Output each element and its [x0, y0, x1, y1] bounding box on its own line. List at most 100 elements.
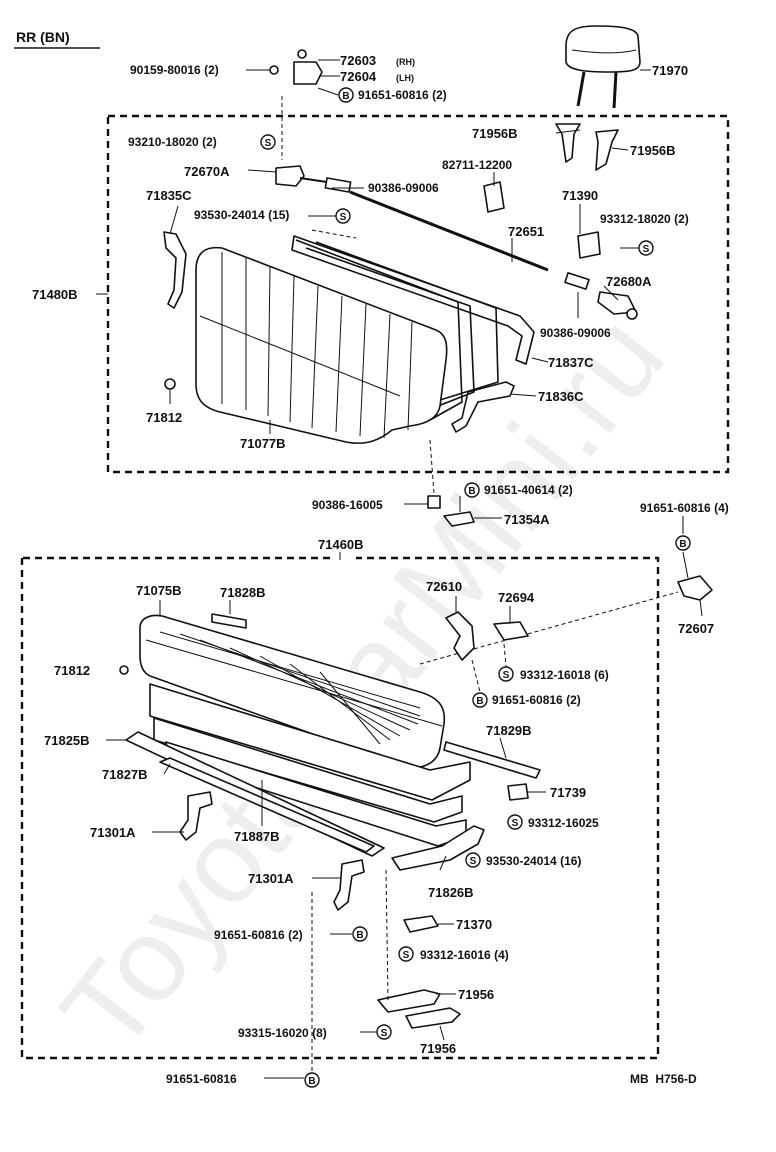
- part-label-note: (LH): [396, 73, 414, 83]
- lock-cable-drawing: [275, 165, 638, 320]
- guide-leader-1: [555, 129, 581, 134]
- badge-s-1: S: [260, 134, 276, 150]
- part-label: 71970: [652, 63, 688, 78]
- bushing-drawing: [427, 495, 441, 509]
- seatback-group-label: 71480B: [32, 287, 78, 302]
- guide-leader-2: [611, 147, 629, 151]
- headrest-drawing: [565, 25, 641, 109]
- lock-694-drawing: [493, 621, 529, 641]
- part-label: 71301A: [248, 871, 294, 886]
- hinge-301a-left-drawing: [179, 791, 213, 841]
- part-label: 93530-24014 (15): [194, 208, 289, 222]
- frame-screw-arrow: [311, 229, 357, 239]
- lock-striker-drawing: [269, 49, 323, 85]
- part-label: 91651-60816: [166, 1072, 237, 1086]
- part-label: 72604: [340, 69, 377, 84]
- part-label: 91651-60816 (4): [640, 501, 729, 515]
- rail-827-leader: [163, 763, 171, 775]
- part-label: 93312-18020 (2): [600, 212, 689, 226]
- part-label: 71370: [456, 917, 492, 932]
- striker-bolt-leader: [317, 87, 339, 96]
- hinge-right-drawing: [451, 381, 515, 433]
- lock-bolt-dashed: [471, 659, 481, 693]
- badge-b-bottom-lower: B: [304, 1072, 320, 1088]
- strap-956-b-drawing: [405, 1007, 461, 1029]
- badge-b-hinge: B: [352, 926, 368, 942]
- part-label: 71828B: [220, 585, 266, 600]
- part-label: 91651-60816 (2): [214, 928, 303, 942]
- svg-text:B: B: [679, 539, 686, 550]
- part-label: 93312-16025: [528, 816, 599, 830]
- svg-text:B: B: [308, 1076, 315, 1087]
- part-label: 82711-12200: [442, 158, 512, 172]
- cushion-group-frame: [20, 556, 660, 1060]
- seatback-frame-drawing: [163, 231, 535, 421]
- part-label: 71827B: [102, 767, 148, 782]
- diagram-code: MB H756-D: [630, 1072, 697, 1086]
- svg-text:B: B: [342, 91, 349, 102]
- part-label: 72680A: [606, 274, 652, 289]
- badge-s-370: S: [398, 946, 414, 962]
- svg-text:B: B: [476, 696, 483, 707]
- cable-knob-leader: [247, 169, 277, 173]
- badge-b-striker: B: [338, 87, 354, 103]
- part-label: 72670A: [184, 164, 230, 179]
- part-label: 71956: [420, 1041, 456, 1056]
- hinge-607-leader: [682, 551, 689, 579]
- part-label: 93530-24014 (16): [486, 854, 581, 868]
- part-label: 72694: [498, 590, 535, 605]
- badge-b-lock: B: [472, 692, 488, 708]
- part-label: 71739: [550, 785, 586, 800]
- cushion-frame-drawing: [149, 613, 471, 847]
- release-knob-leader: [603, 285, 619, 301]
- strap-956-b-leader: [439, 1025, 445, 1041]
- part-label: 71812: [54, 663, 90, 678]
- cushion-group-label: 71460B: [318, 537, 364, 552]
- seatback-pad-drawing: [195, 246, 448, 445]
- cushion-plug-drawing: [119, 665, 129, 675]
- badge-s-strap: S: [376, 1024, 392, 1040]
- part-label: 90386-09006: [368, 181, 439, 195]
- part-label: 71826B: [428, 885, 474, 900]
- frame-right-leader: [531, 357, 549, 363]
- lock-screw-dashed: [503, 643, 507, 667]
- part-label: 72607: [678, 621, 714, 636]
- part-label: 71825B: [44, 733, 90, 748]
- part-label: 93210-18020 (2): [128, 135, 217, 149]
- part-label: 71835C: [146, 188, 192, 203]
- svg-text:S: S: [503, 670, 510, 681]
- lower-dashed-strap: [385, 869, 389, 1001]
- seatback-group-frame: [106, 114, 730, 474]
- badge-b-bottom: B: [464, 482, 480, 498]
- badge-s-lock: S: [498, 666, 514, 682]
- badge-b-607: B: [675, 535, 691, 551]
- badge-s-826: S: [465, 852, 481, 868]
- part-label: 71836C: [538, 389, 584, 404]
- clip-370-drawing: [403, 915, 439, 933]
- part-label: 90159-80016 (2): [130, 63, 219, 77]
- part-label: 71354A: [504, 512, 550, 527]
- part-label: 71077B: [240, 436, 286, 451]
- part-label: 72610: [426, 579, 462, 594]
- part-label: 93315-16020 (8): [238, 1026, 327, 1040]
- part-label: 71956B: [630, 143, 676, 158]
- part-label: 71301A: [90, 825, 136, 840]
- part-label: 72603: [340, 53, 376, 68]
- badge-s-3: S: [638, 240, 654, 256]
- svg-text:B: B: [356, 930, 363, 941]
- part-label: 71887B: [234, 829, 280, 844]
- strap-956-a-drawing: [377, 989, 441, 1013]
- svg-text:S: S: [403, 950, 410, 961]
- rail-829-drawing: [443, 741, 541, 779]
- svg-text:S: S: [265, 138, 272, 149]
- part-label: 72651: [508, 224, 544, 239]
- part-label: 90386-09006: [540, 326, 611, 340]
- back-plug-drawing: [164, 378, 176, 390]
- hinge-301a-right-drawing: [333, 859, 365, 911]
- part-label: 71956B: [472, 126, 518, 141]
- part-label: 71075B: [136, 583, 182, 598]
- svg-text:S: S: [381, 1028, 388, 1039]
- part-label: 91651-60816 (2): [358, 88, 447, 102]
- rail-829-leader: [499, 737, 507, 759]
- handle-826-drawing: [391, 825, 485, 871]
